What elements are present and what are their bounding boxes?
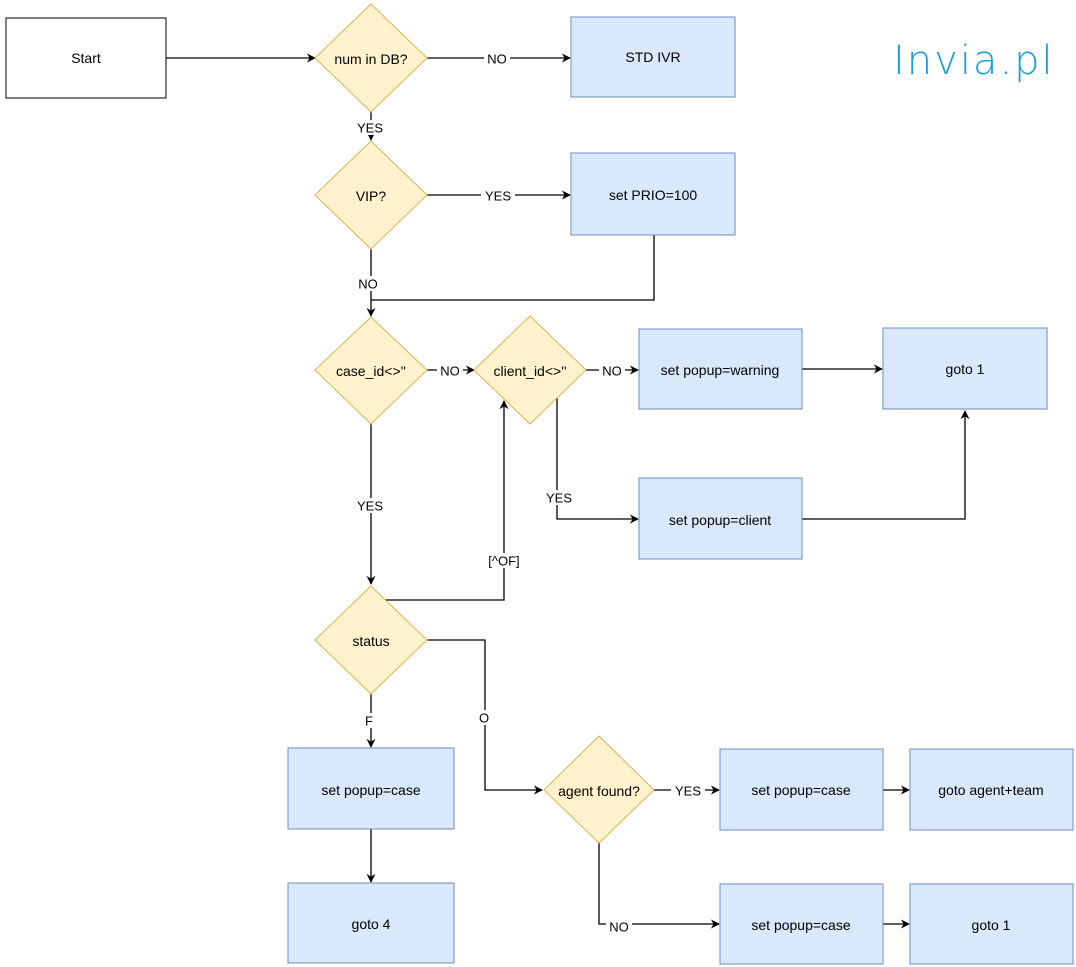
decision-status bbox=[314, 585, 428, 695]
process-popup-warning bbox=[638, 328, 803, 410]
edge-label-agent-yes: YES bbox=[675, 784, 701, 799]
edge-label-db-no: NO bbox=[487, 52, 507, 67]
edge-label-db-yes: YES bbox=[357, 121, 383, 136]
edge-agentfound-no bbox=[598, 843, 720, 929]
process-set-prio bbox=[570, 152, 736, 236]
process-popup-case-no-label: set popup=case bbox=[751, 917, 850, 933]
decision-agent-found bbox=[543, 735, 655, 844]
process-goto-agent-team-label: goto agent+team bbox=[938, 782, 1043, 798]
process-std-ivr bbox=[570, 16, 736, 98]
decision-case-id bbox=[314, 316, 428, 425]
decision-client-id bbox=[473, 315, 587, 425]
edge-label-case-yes: YES bbox=[357, 499, 383, 514]
process-goto1-bottom bbox=[909, 883, 1074, 965]
process-popup-case-left bbox=[287, 747, 455, 830]
process-std-ivr-label: STD IVR bbox=[625, 49, 680, 65]
edge-labels: NO YES YES NO NO NO YES YES [^OF] F O YE… bbox=[353, 51, 705, 935]
process-popup-case-yes-label: set popup=case bbox=[751, 782, 850, 798]
decision-status-label: status bbox=[352, 633, 389, 649]
process-goto4-label: goto 4 bbox=[352, 916, 391, 932]
edge-label-agent-no: NO bbox=[609, 920, 629, 935]
edge-status-to-clientid bbox=[385, 400, 509, 601]
start-node bbox=[5, 17, 167, 99]
decision-agent-found-label: agent found? bbox=[558, 783, 640, 799]
process-goto1-top-label: goto 1 bbox=[946, 361, 985, 377]
edge-label-client-yes: YES bbox=[546, 491, 572, 506]
edge-label-case-no: NO bbox=[440, 364, 460, 379]
decision-client-id-label: client_id<>'' bbox=[493, 363, 566, 379]
decision-num-in-db-label: num in DB? bbox=[334, 51, 407, 67]
process-popup-client-label: set popup=client bbox=[669, 512, 771, 528]
decision-vip bbox=[314, 140, 428, 250]
process-goto-agent-team bbox=[909, 748, 1074, 831]
decision-case-id-label: case_id<>'' bbox=[336, 363, 406, 379]
edge-label-status-notof: [^OF] bbox=[488, 554, 519, 569]
edge-popupclient-to-goto1 bbox=[802, 410, 970, 520]
process-popup-case-left-label: set popup=case bbox=[321, 782, 420, 798]
process-set-prio-label: set PRIO=100 bbox=[609, 187, 698, 203]
edge-setprio-to-caseid bbox=[371, 235, 655, 301]
decision-num-in-db bbox=[314, 3, 428, 113]
process-popup-case-yes bbox=[719, 748, 884, 831]
start-node-label: Start bbox=[71, 50, 101, 66]
process-goto1-top bbox=[882, 327, 1048, 410]
edge-label-status-f: F bbox=[365, 714, 373, 729]
invia-logo: Invia.pl bbox=[893, 38, 1055, 84]
process-popup-case-no bbox=[719, 883, 884, 965]
edge-label-vip-yes: YES bbox=[485, 189, 511, 204]
decision-vip-label: VIP? bbox=[356, 188, 387, 204]
process-popup-warning-label: set popup=warning bbox=[661, 362, 780, 378]
process-goto4 bbox=[287, 882, 455, 964]
edge-label-client-no: NO bbox=[602, 364, 622, 379]
process-goto1-bottom-label: goto 1 bbox=[972, 917, 1011, 933]
nodes: Start num in DB? STD IVR VIP? set PRIO=1… bbox=[5, 3, 1074, 965]
process-popup-client bbox=[638, 477, 803, 560]
edge-clientid-to-popupclient bbox=[556, 398, 639, 524]
edge-label-status-o: O bbox=[479, 711, 489, 726]
edge-label-vip-no: NO bbox=[358, 277, 378, 292]
